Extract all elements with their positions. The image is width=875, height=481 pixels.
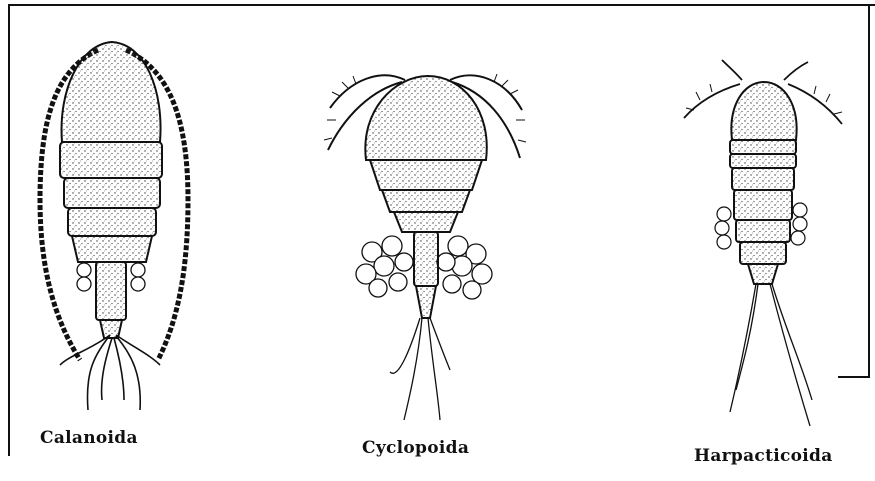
calanoida-caudal [100, 320, 122, 338]
calanoida-segment-4 [72, 236, 152, 262]
harpacticoida-segment-2 [730, 154, 796, 168]
harpacticoida-furca [748, 264, 778, 284]
cyclopoida-furca [416, 286, 436, 318]
label-cyclopoida: Cyclopoida [362, 438, 469, 458]
calanoida-segment-3 [68, 208, 156, 236]
cyclopoida-egg-sac-left [356, 236, 413, 297]
harpacticoida-segment-5 [736, 220, 790, 242]
cyclopoida-specimen [324, 74, 526, 420]
harpacticoida-segment-4 [734, 190, 792, 220]
harpacticoida-specimen [684, 60, 842, 426]
harpacticoida-head [731, 82, 796, 140]
label-calanoida: Calanoida [40, 428, 138, 448]
calanoida-segment-1 [60, 142, 162, 178]
calanoida-setae [60, 335, 160, 410]
cyclopoida-segment-3 [394, 212, 458, 232]
harpacticoida-segment-6 [740, 242, 786, 264]
cyclopoida-segment-1 [370, 160, 482, 190]
harpacticoida-segment-3 [732, 168, 794, 190]
harpacticoida-segment-1 [730, 140, 796, 154]
calanoida-head [62, 42, 161, 142]
cyclopoida-caudal-setae [390, 318, 450, 420]
cyclopoida-egg-sac-right [437, 236, 492, 299]
cyclopoida-urosome [414, 232, 438, 286]
label-harpacticoida: Harpacticoida [694, 446, 833, 466]
calanoida-urosome [96, 262, 126, 320]
cyclopoida-segment-2 [382, 190, 470, 212]
harpacticoida-caudal-setae [730, 284, 812, 426]
calanoida-specimen [40, 42, 188, 410]
calanoida-segment-2 [64, 178, 160, 208]
